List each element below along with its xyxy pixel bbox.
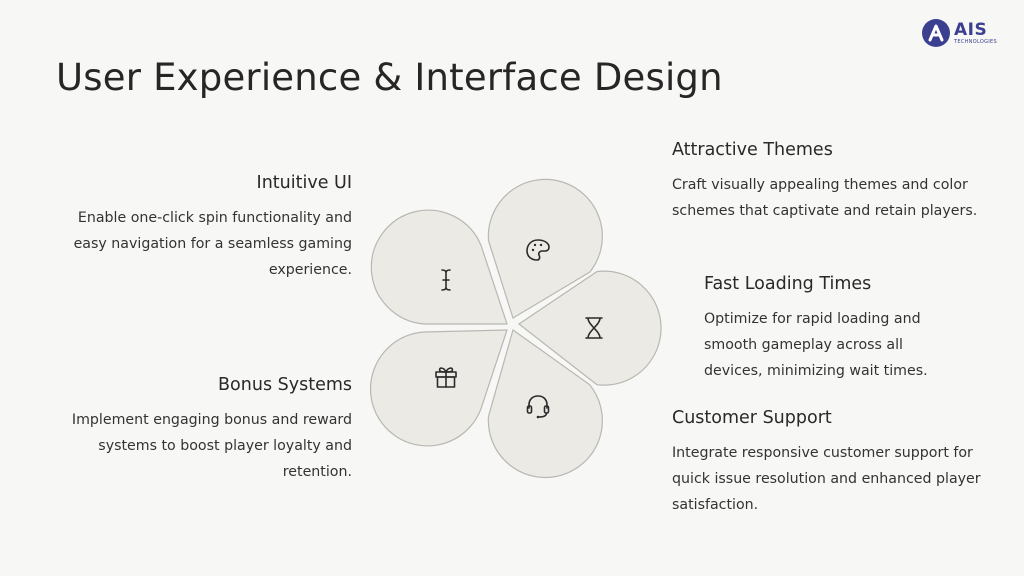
palette-icon	[526, 239, 550, 261]
bonus-systems-text: Implement engaging bonus and reward syst…	[71, 412, 352, 480]
text-cursor-icon	[441, 269, 451, 291]
page-title: User Experience & Interface Design	[56, 56, 723, 99]
customer-support-block: Customer Support Integrate responsive cu…	[672, 408, 982, 518]
attractive-themes-block: Attractive Themes Craft visually appeali…	[672, 140, 982, 224]
petal-customer-support	[487, 329, 603, 479]
logo-subtext: TECHNOLOGIES	[954, 38, 997, 45]
bonus-systems-block: Bonus Systems Implement engaging bonus a…	[52, 375, 352, 485]
fast-loading-block: Fast Loading Times Optimize for rapid lo…	[704, 274, 964, 384]
bonus-systems-title: Bonus Systems	[218, 375, 352, 395]
headset-icon	[526, 395, 550, 419]
gift-icon	[435, 367, 457, 388]
logo-text: AIS	[954, 19, 988, 40]
petal-intuitive-ui	[370, 209, 508, 325]
hourglass-icon	[585, 317, 603, 339]
logo-mark-icon	[922, 19, 950, 47]
fast-loading-title: Fast Loading Times	[704, 274, 872, 294]
intuitive-ui-title: Intuitive UI	[256, 173, 352, 193]
petal-themes	[487, 178, 603, 319]
customer-support-text: Integrate responsive customer support fo…	[672, 445, 981, 513]
intuitive-ui-block: Intuitive UI Enable one-click spin funct…	[52, 173, 352, 283]
customer-support-title: Customer Support	[672, 408, 832, 428]
petal-bonus-systems	[369, 329, 508, 447]
fast-loading-text: Optimize for rapid loading and smooth ga…	[704, 311, 928, 379]
attractive-themes-text: Craft visually appealing themes and colo…	[672, 177, 978, 219]
petal-fast-loading	[517, 270, 662, 386]
attractive-themes-title: Attractive Themes	[672, 140, 833, 160]
intuitive-ui-text: Enable one-click spin functionality and …	[73, 210, 352, 278]
company-logo: AIS TECHNOLOGIES	[922, 18, 997, 48]
